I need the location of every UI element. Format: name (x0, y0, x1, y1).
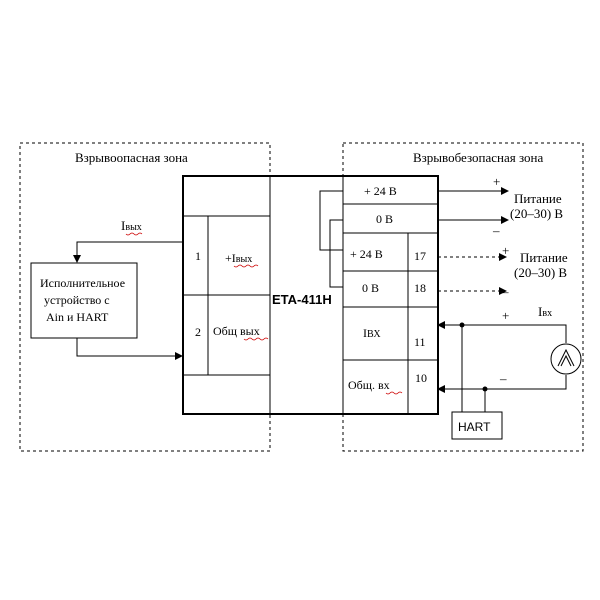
supply-2-minus-sign: – (501, 284, 509, 299)
terminal-1-number: 1 (195, 249, 201, 263)
field-device-box (30, 262, 138, 339)
terminal-iin-label: IВХ (363, 326, 381, 340)
supply-2-label-line1: Питание (520, 250, 568, 265)
terminal-11-number: 11 (414, 335, 426, 349)
safe-zone-label: Взрывобезопасная зона (413, 150, 543, 165)
field-device-line3: Ain и HART (46, 310, 109, 324)
right-terminal-block: + 24 В 0 В + 24 В 17 0 В 18 IВХ 11 Общ. … (342, 176, 438, 414)
terminal-17-number: 17 (414, 249, 426, 263)
return-current-wire (76, 338, 183, 360)
supply-1-label-line2: (20–30) В (510, 206, 563, 221)
terminal-2-label: Общ вых (213, 324, 260, 338)
terminal-2-number: 2 (195, 325, 201, 339)
left-terminal-block: 1 +Iвых 2 Общ вых (183, 176, 271, 414)
field-device-line2: устройство с (44, 293, 110, 307)
field-device-line1: Исполнительное (40, 276, 125, 290)
terminal-0v-a-label: 0 В (376, 212, 393, 226)
hart-label: HART (458, 420, 491, 434)
supply-1-plus-sign: + (493, 174, 500, 189)
supply-2-plus-sign: + (502, 243, 509, 258)
terminal-0v-b-label: 0 В (362, 281, 379, 295)
current-source-icon (550, 343, 582, 375)
output-current-wire (73, 241, 183, 263)
terminal-1-label: +Iвых (225, 251, 252, 265)
hazardous-zone-label: Взрывоопасная зона (75, 150, 188, 165)
input-current-loop: + – Iвх (437, 304, 567, 412)
hart-box (451, 411, 503, 440)
terminal-common-in-label: Общ. вх (348, 378, 390, 392)
input-minus-sign: – (499, 371, 507, 386)
supply-bridge-plus (319, 190, 343, 251)
supply-1-minus-sign: – (492, 223, 500, 238)
terminal-24v-a-label: + 24 В (364, 184, 397, 198)
input-current-label: Iвх (538, 304, 552, 319)
supply-1-label-line1: Питание (514, 191, 562, 206)
device-model-label: ETA-411H (272, 292, 332, 307)
terminal-10-number: 10 (415, 371, 427, 385)
supply-bridge-minus (329, 219, 343, 288)
terminal-18-number: 18 (414, 281, 426, 295)
output-current-label: Iвых (121, 218, 142, 233)
supply-2-label-line2: (20–30) В (514, 265, 567, 280)
input-plus-sign: + (502, 308, 509, 323)
terminal-24v-b-label: + 24 В (350, 247, 383, 261)
